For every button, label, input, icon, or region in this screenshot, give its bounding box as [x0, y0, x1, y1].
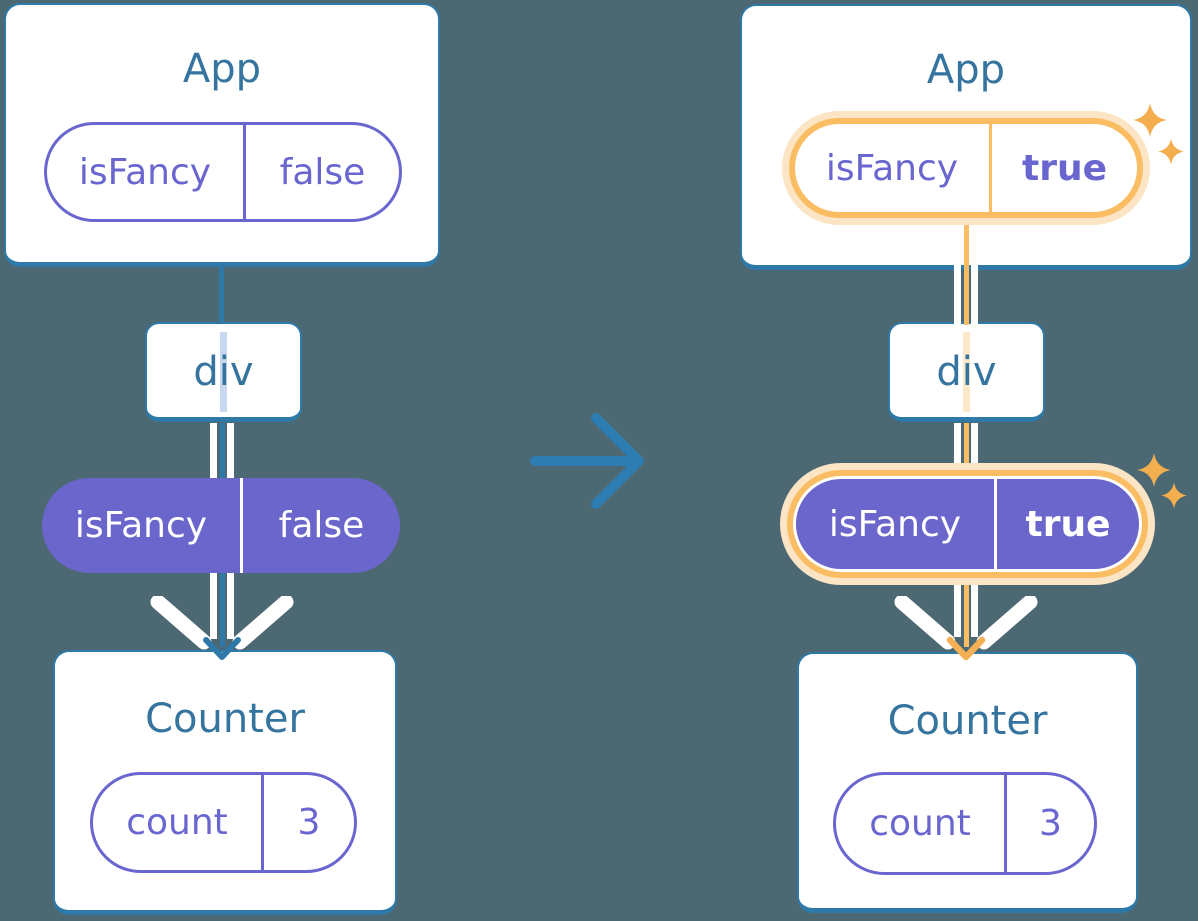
flow-chevron-arrowhead-icon: [150, 596, 294, 660]
counter-state-pill: count 3: [90, 772, 357, 873]
app-title: App: [182, 46, 262, 92]
sparkle-icon: [1158, 138, 1184, 165]
prop-flow-line: [219, 265, 224, 325]
div-label: div: [193, 349, 254, 395]
flow-outline-left: [210, 571, 217, 639]
counter-title: Counter: [145, 696, 305, 742]
state-name: count: [836, 775, 1007, 872]
flow-outline-right: [971, 225, 978, 325]
app-title: App: [926, 47, 1006, 93]
flow-core-line: [963, 225, 969, 325]
flow-outline-left: [210, 423, 217, 479]
flow-outline-right: [971, 423, 978, 465]
prop-value: false: [279, 151, 366, 193]
state-value: 3: [1039, 803, 1062, 844]
prop-value: true: [1021, 147, 1107, 189]
sparkle-icon: [1133, 103, 1167, 137]
prop-name: isFancy: [795, 124, 992, 212]
prop-name: isFancy: [796, 479, 997, 569]
state-value: 3: [297, 802, 321, 843]
prop-flow-pipe: [210, 423, 234, 479]
flow-outline-right: [227, 423, 234, 479]
flow-outline-right: [971, 585, 978, 637]
prop-name: isFancy: [47, 125, 246, 219]
prop-name: isFancy: [42, 478, 243, 573]
flow-outline-left: [954, 585, 961, 637]
flow-outline-right: [227, 571, 234, 639]
flow-chevron-arrowhead-icon: [894, 596, 1038, 661]
prop-flow-pipe: [954, 225, 978, 325]
counter-title: Counter: [887, 698, 1048, 744]
passed-prop-pill: isFancy false: [42, 478, 400, 573]
transition-arrow-icon: [530, 413, 644, 509]
passed-prop-pill-highlighted: isFancy true: [793, 476, 1142, 572]
prop-flow-pipe: [954, 585, 978, 647]
flow-core-line: [219, 571, 225, 647]
prop-flow-pipe: [210, 571, 234, 647]
flow-outline-left: [954, 423, 961, 465]
flow-core-line: [963, 423, 969, 465]
div-label: div: [936, 349, 997, 395]
pass-through-line: [963, 332, 970, 412]
app-prop-pill: isFancy false: [44, 122, 402, 222]
flow-outline-left: [954, 225, 961, 325]
sparkle-icon: [1161, 482, 1187, 509]
prop-value: false: [278, 505, 365, 546]
flow-core-line: [219, 423, 225, 479]
prop-value: true: [1025, 503, 1111, 545]
counter-state-pill: count 3: [833, 772, 1097, 875]
flow-core-line: [963, 585, 969, 647]
state-name: count: [93, 775, 264, 870]
app-prop-pill-highlighted: isFancy true: [789, 118, 1143, 218]
pass-through-line: [220, 332, 227, 412]
sparkle-icon: [1137, 453, 1171, 487]
prop-flow-pipe: [954, 423, 978, 465]
